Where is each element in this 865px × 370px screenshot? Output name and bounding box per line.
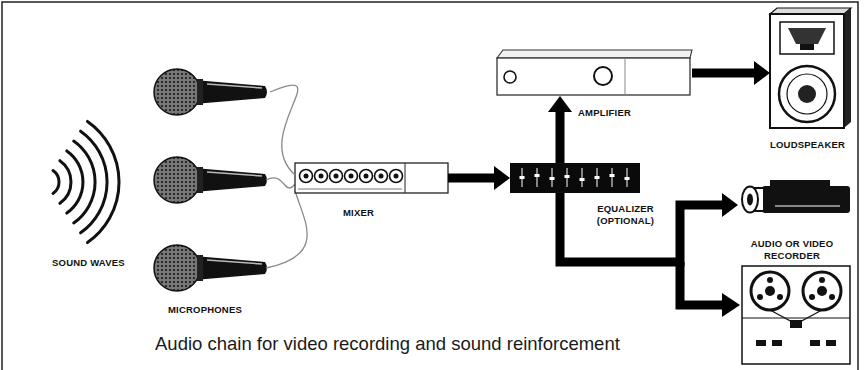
- device-label: MIXER: [343, 207, 374, 219]
- amplifier-box: AMPLIFIER: [495, 50, 692, 96]
- signal-arrow: [692, 69, 754, 78]
- arrow-head: [548, 96, 572, 112]
- equalizer-device: [510, 163, 640, 193]
- equalizer-box: EQUALIZER (OPTIONAL): [510, 163, 640, 193]
- sound-waves: [53, 121, 119, 242]
- signal-arrow: [556, 112, 565, 163]
- mixer-box: MIXER: [295, 163, 448, 193]
- loudspeaker-device: [770, 8, 851, 128]
- tape-deck-device: [742, 266, 850, 364]
- microphone-symbols: [154, 69, 267, 291]
- arrow-head: [722, 193, 738, 217]
- device-label: AUDIO OR VIDEO RECORDER: [730, 238, 854, 262]
- arrow-head: [754, 61, 770, 85]
- device-label: LOUDSPEAKER: [770, 139, 845, 151]
- signal-arrow: [560, 193, 722, 262]
- amplifier-device: [497, 50, 692, 95]
- figure-caption: Audio chain for video recording and soun…: [155, 333, 620, 355]
- recorder-device: [742, 180, 850, 213]
- cable-line: [270, 85, 298, 175]
- sound-waves-label: SOUND WAVES: [52, 257, 125, 269]
- device-label: AMPLIFIER: [578, 107, 631, 119]
- signal-arrow: [448, 174, 494, 183]
- arrow-head: [494, 166, 510, 190]
- tape-branch-arrow: [680, 262, 740, 317]
- microphone-group: MICROPHONES: [153, 68, 270, 292]
- loudspeaker-box: LOUDSPEAKER: [770, 8, 851, 128]
- recorder-box: AUDIO OR VIDEO RECORDER: [738, 182, 852, 228]
- device-label: MICROPHONES: [168, 304, 242, 316]
- device-label: EQUALIZER (OPTIONAL): [588, 203, 663, 227]
- mixer-device: [295, 163, 448, 193]
